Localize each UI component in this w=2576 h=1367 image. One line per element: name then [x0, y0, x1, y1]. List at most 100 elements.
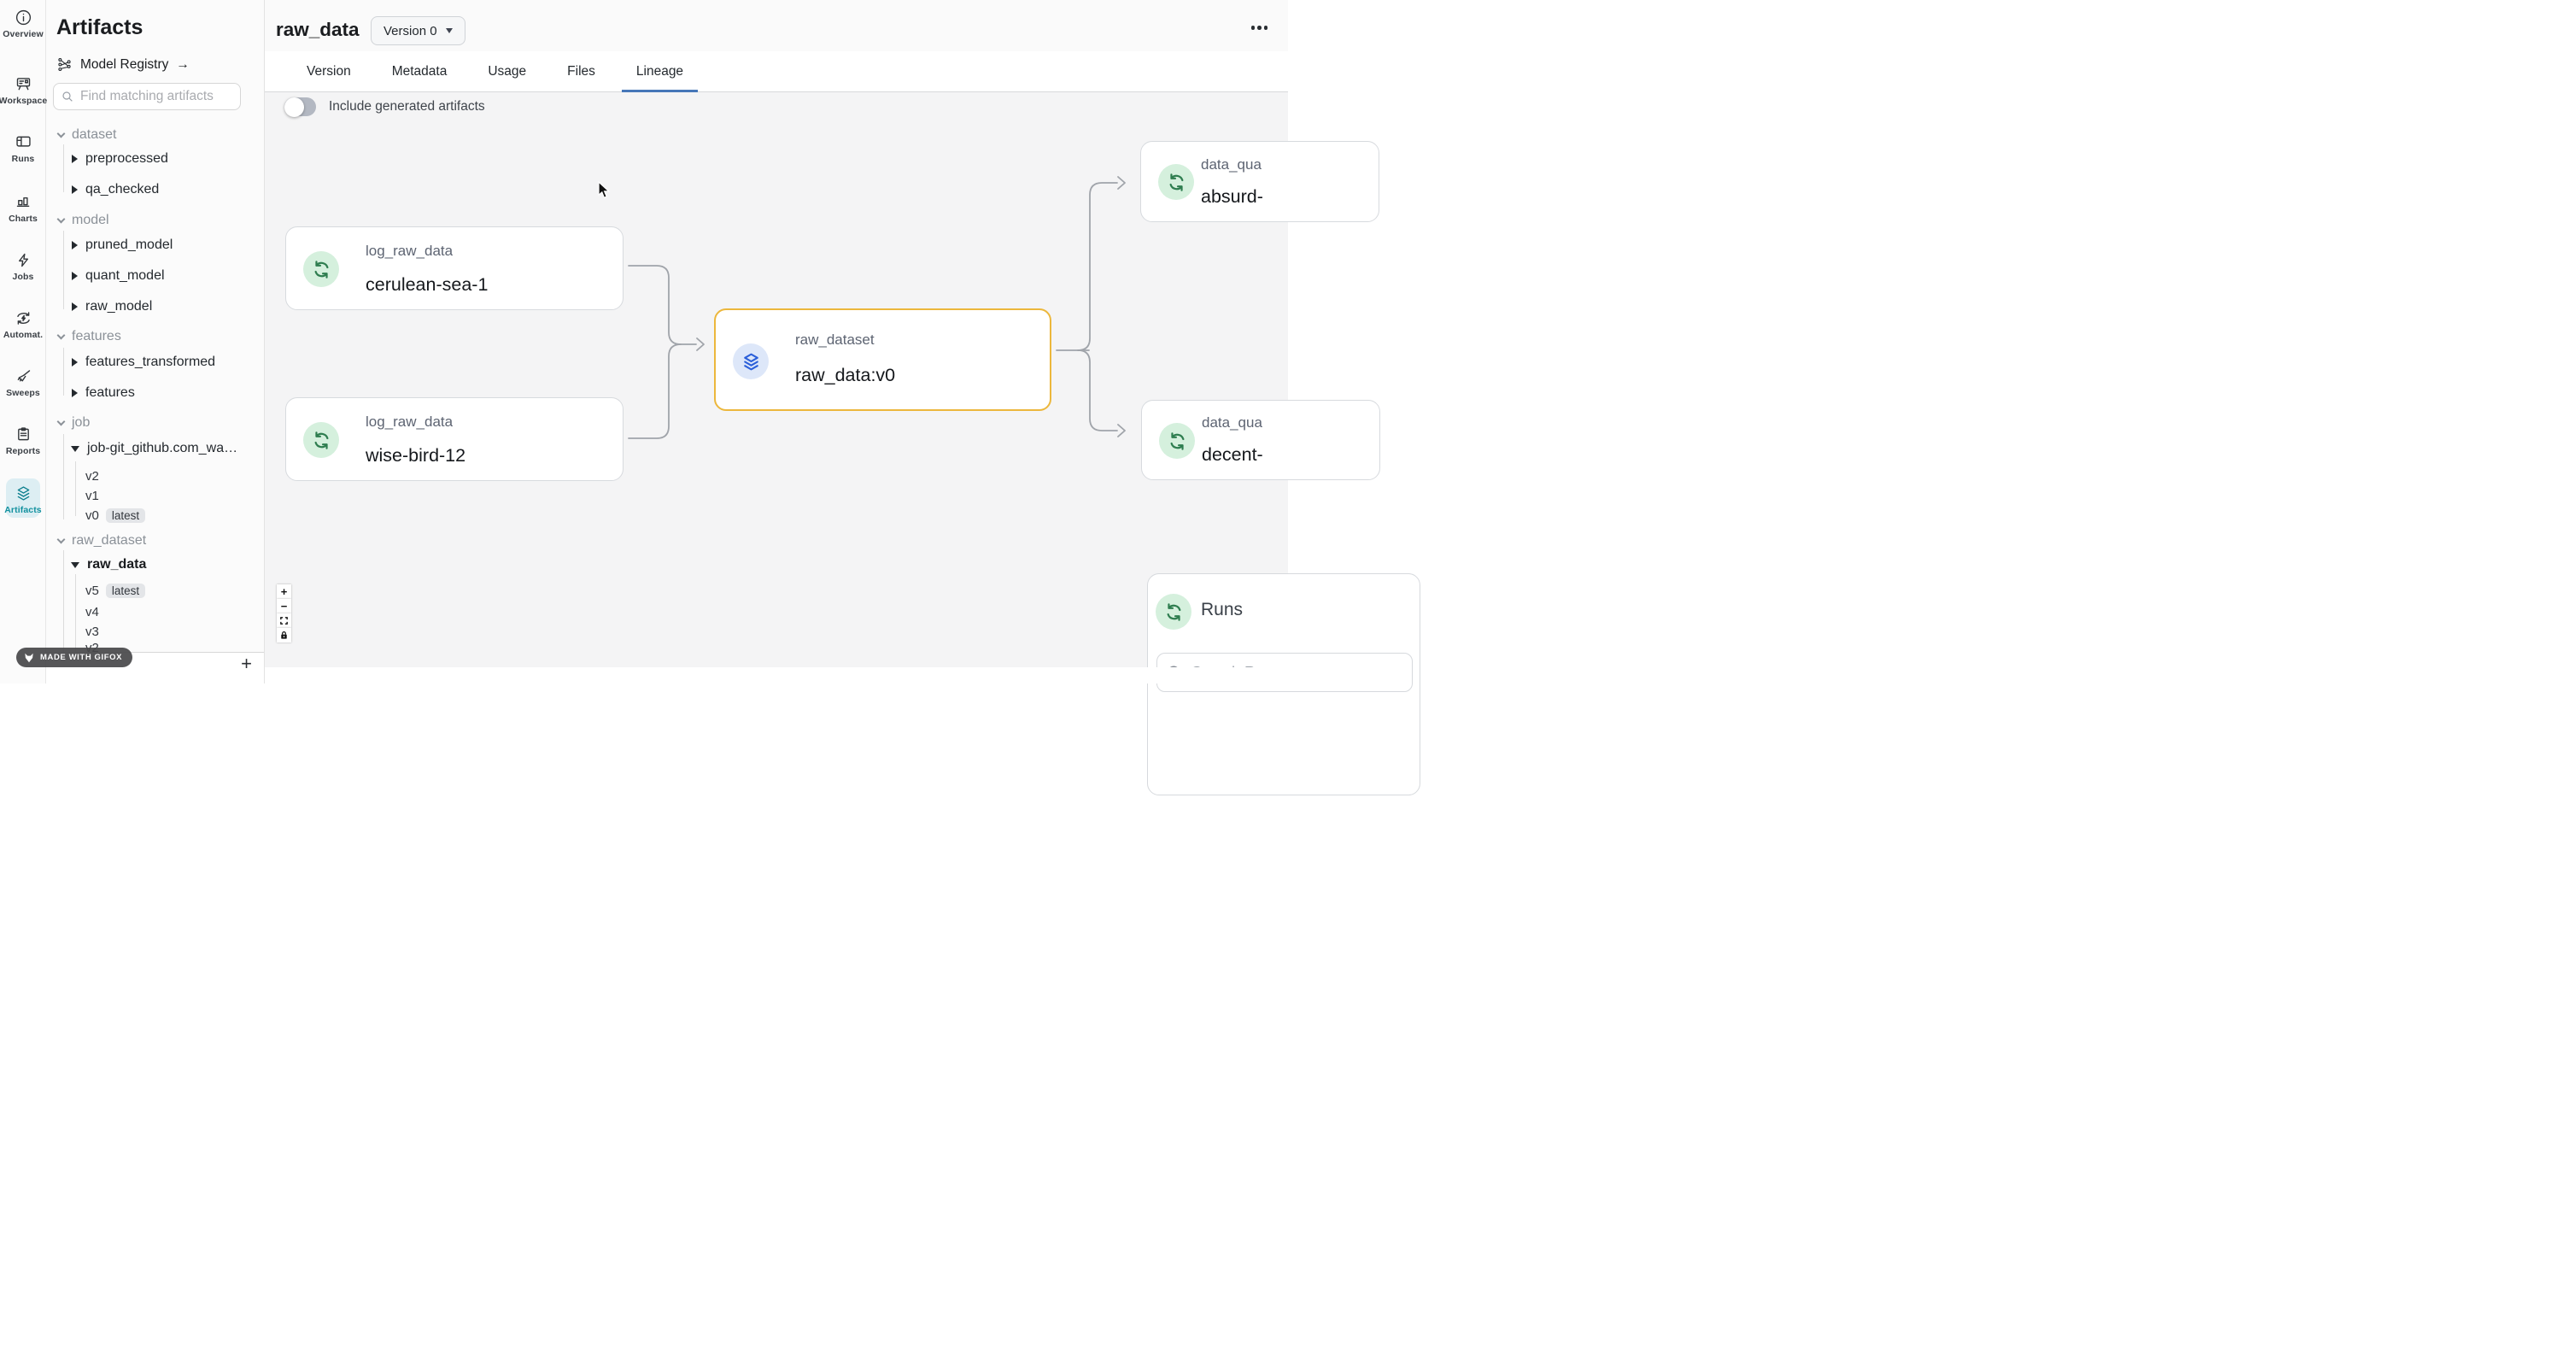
tree-version-v2[interactable]: v2: [85, 468, 99, 484]
tree-item-job-git[interactable]: job-git_github.com_wa…: [46, 439, 237, 458]
node-run-absurd[interactable]: data_qua absurd-: [1140, 141, 1379, 222]
lightning-icon: [18, 253, 28, 267]
rail-item-overview[interactable]: Overview: [0, 9, 46, 39]
artifacts-sidebar: Artifacts Model Registry → dataset prepr…: [46, 0, 265, 684]
bar-chart-icon: [16, 197, 29, 208]
artifact-search[interactable]: [53, 83, 241, 110]
tab-files[interactable]: Files: [567, 63, 595, 79]
rail-item-sweeps[interactable]: Sweeps: [0, 367, 46, 398]
run-sync-icon: [1158, 164, 1194, 200]
tree-category-raw-dataset[interactable]: raw_dataset: [46, 531, 146, 550]
rail-item-charts[interactable]: Charts: [0, 193, 46, 224]
workspace-icon: [16, 78, 30, 91]
zoom-in-button[interactable]: +: [277, 584, 291, 599]
tree-category-dataset[interactable]: dataset: [46, 126, 116, 144]
tab-version[interactable]: Version: [307, 63, 351, 79]
chevron-down-icon: [56, 214, 66, 224]
tree-version-v3[interactable]: v3: [85, 624, 99, 639]
canvas-bottom-strip: [265, 667, 1288, 684]
triangle-right-icon: [72, 155, 78, 163]
model-registry-icon: [58, 57, 71, 72]
run-sync-icon: [303, 422, 339, 458]
search-icon: [62, 91, 73, 102]
gifox-badge: MADE WITH GIFOX: [16, 648, 133, 667]
chevron-down-icon: [56, 535, 66, 544]
search-input[interactable]: [80, 89, 233, 104]
tab-lineage[interactable]: Lineage: [621, 51, 699, 92]
clipboard-icon: [17, 427, 29, 441]
chevron-down-icon: [445, 28, 453, 33]
triangle-right-icon: [72, 389, 78, 397]
dot-icon: [1263, 26, 1268, 30]
lock-button[interactable]: [277, 628, 291, 642]
triangle-down-icon: [71, 561, 79, 568]
include-generated-toggle[interactable]: [284, 97, 316, 117]
toggle-knob: [284, 97, 304, 117]
tree-item-pruned-model[interactable]: pruned_model: [46, 236, 173, 255]
tree-item-features-transformed[interactable]: features_transformed: [46, 353, 215, 372]
version-dropdown[interactable]: Version 0: [371, 16, 465, 45]
tree-version-v0[interactable]: v0 latest: [46, 506, 146, 525]
latest-badge: latest: [105, 583, 146, 598]
rail-item-jobs[interactable]: Jobs: [0, 251, 46, 282]
zoom-out-button[interactable]: −: [277, 599, 291, 613]
tree-item-qa-checked[interactable]: qa_checked: [46, 180, 159, 199]
triangle-right-icon: [72, 185, 78, 194]
rail-item-runs[interactable]: Runs: [0, 133, 46, 164]
rail-item-reports[interactable]: Reports: [0, 425, 46, 456]
generated-artifacts-toggle-row: Include generated artifacts: [284, 97, 485, 117]
info-icon: [15, 9, 31, 26]
tree-category-job[interactable]: job: [46, 414, 90, 432]
tree-version-v5[interactable]: v5 latest: [46, 581, 146, 600]
triangle-right-icon: [72, 241, 78, 249]
tree-category-model[interactable]: model: [46, 211, 109, 230]
chevron-down-icon: [56, 129, 66, 138]
node-run-decent[interactable]: data_qua decent-: [1141, 400, 1380, 480]
broom-icon: [17, 370, 30, 382]
sidebar-title: Artifacts: [56, 15, 143, 39]
runs-panel[interactable]: Runs: [1147, 573, 1420, 795]
model-registry-link[interactable]: Model Registry →: [56, 56, 190, 73]
artifacts-layers-icon: [17, 486, 29, 501]
tree-item-quant-model[interactable]: quant_model: [46, 267, 165, 285]
triangle-right-icon: [72, 272, 78, 280]
triangle-right-icon: [72, 358, 78, 367]
node-run-cerulean-sea-1[interactable]: log_raw_data cerulean-sea-1: [285, 226, 624, 310]
more-options-button[interactable]: [1250, 26, 1268, 30]
main-panel: raw_data Version 0 Version Metadata Usag…: [265, 0, 1420, 795]
triangle-down-icon: [71, 445, 79, 452]
runs-panel-title: Runs: [1201, 600, 1244, 619]
fit-view-icon: [280, 617, 288, 625]
active-rail-highlight: [6, 478, 40, 518]
rail-item-workspace[interactable]: Workspace: [0, 75, 47, 106]
dot-icon: [1257, 26, 1262, 30]
latest-badge: latest: [105, 507, 146, 523]
sidebar-divider: [46, 652, 264, 653]
chevron-down-icon: [56, 331, 66, 340]
node-run-wise-bird-12[interactable]: log_raw_data wise-bird-12: [285, 397, 624, 481]
automation-icon: [16, 312, 30, 325]
lock-icon: [281, 631, 287, 639]
tree-item-features[interactable]: features: [46, 384, 135, 402]
artifact-layers-icon: [733, 343, 769, 379]
tree-item-raw-model[interactable]: raw_model: [46, 297, 152, 316]
rail-item-artifacts[interactable]: Artifacts: [0, 478, 46, 518]
chevron-down-icon: [56, 417, 66, 426]
tab-usage[interactable]: Usage: [488, 63, 527, 79]
tab-metadata[interactable]: Metadata: [391, 63, 448, 79]
page-title: raw_data: [276, 19, 360, 40]
tree-item-raw-data[interactable]: raw_data: [46, 555, 146, 574]
tree-item-preprocessed[interactable]: preprocessed: [46, 150, 168, 168]
tree-version-v1[interactable]: v1: [85, 488, 99, 503]
tree-version-v4[interactable]: v4: [85, 604, 99, 619]
add-artifact-button[interactable]: +: [241, 653, 252, 674]
tree-guide: [63, 550, 64, 652]
dot-icon: [1250, 26, 1255, 30]
node-artifact-raw-data-v0[interactable]: raw_dataset raw_data:v0: [714, 308, 1051, 411]
arrow-right-icon: →: [176, 56, 190, 72]
lineage-canvas[interactable]: Include generated artifacts log_raw_data…: [265, 92, 1420, 795]
icon-rail: Overview Workspace Runs Charts Jobs Auto…: [0, 0, 47, 684]
fit-view-button[interactable]: [277, 613, 291, 628]
rail-item-automations[interactable]: Automat.: [0, 309, 46, 340]
tree-category-features[interactable]: features: [46, 327, 121, 346]
